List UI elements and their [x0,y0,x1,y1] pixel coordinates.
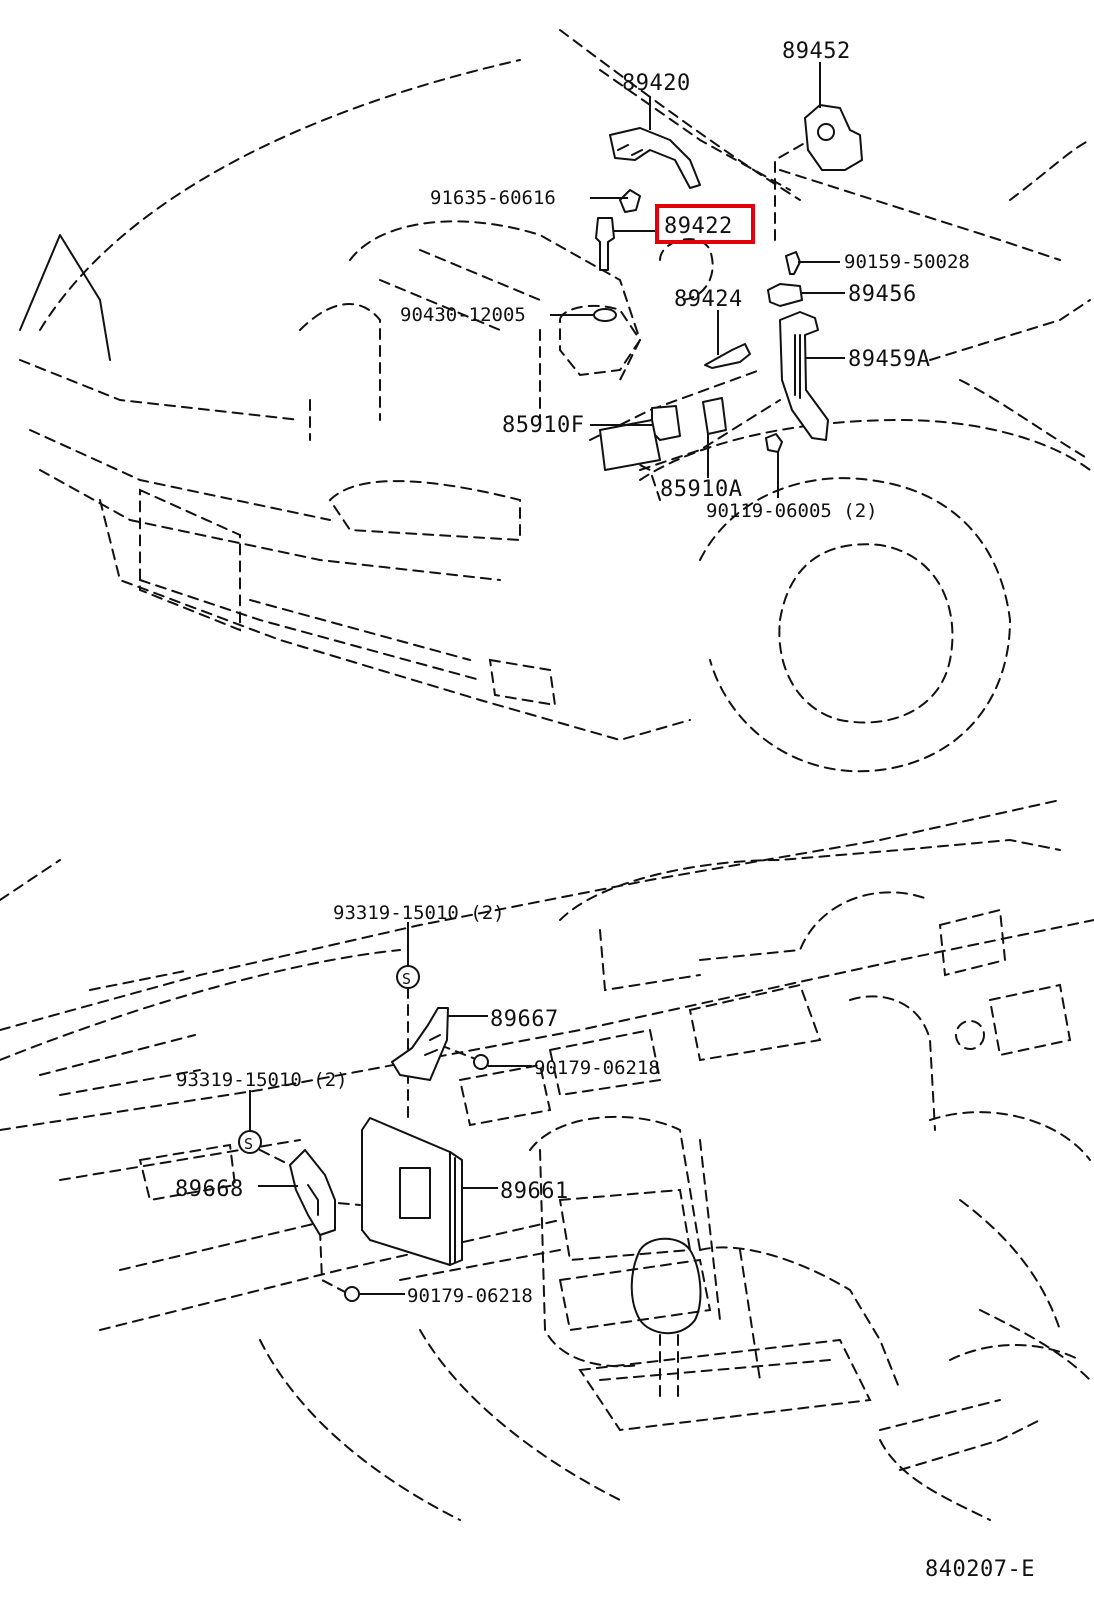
shift-lever [630,1237,702,1401]
screw-symbol-text: S [244,1135,253,1153]
label-90119-06005[interactable]: 90119-06005 (2) [706,500,878,522]
engine-leader-lines [550,62,845,498]
vehicle-front-outline [19,29,1091,773]
dashboard-outline [0,799,1094,1521]
part-89661-ecu[interactable] [361,1117,463,1266]
part-91635-bolt[interactable] [619,189,641,213]
label-85910A[interactable]: 85910A [660,477,742,502]
label-89420[interactable]: 89420 [622,71,691,96]
label-89456[interactable]: 89456 [848,282,917,307]
label-90179-06218-lower[interactable]: 90179-06218 [407,1285,533,1307]
label-89661[interactable]: 89661 [500,1179,569,1204]
label-89452[interactable]: 89452 [782,39,851,64]
label-89667[interactable]: 89667 [490,1007,559,1032]
screw-symbol-upper[interactable]: S [396,965,420,989]
part-90430-gasket[interactable] [593,308,617,322]
label-89422[interactable]: 89422 [664,214,733,239]
screw-symbol-text: S [402,970,411,988]
label-93319-15010-lower[interactable]: 93319-15010 (2) [176,1069,348,1091]
part-89667-bracket[interactable] [391,1007,449,1081]
part-90119-bolt[interactable] [765,433,783,453]
part-90179-nut-lower[interactable] [344,1286,360,1302]
part-89422-temp-sensor[interactable] [595,217,615,271]
part-90179-nut-upper[interactable] [473,1054,489,1070]
part-89456-connector[interactable] [767,283,803,307]
part-85910F-relay[interactable] [599,405,681,471]
label-90159-50028[interactable]: 90159-50028 [844,251,970,273]
part-89424-sensor[interactable] [704,343,751,369]
interior-leader-lines [249,922,532,1295]
label-90179-06218-upper[interactable]: 90179-06218 [534,1057,660,1079]
screw-symbol-lower[interactable]: S [238,1130,262,1154]
part-89420-sensor-bracket[interactable] [609,127,701,189]
label-89459A[interactable]: 89459A [848,347,930,372]
label-90430-12005[interactable]: 90430-12005 [400,304,526,326]
part-89452-sensor[interactable] [804,104,863,171]
label-85910F[interactable]: 85910F [502,413,584,438]
figure-code: 840207-E [925,1557,1035,1582]
part-89459A-bracket[interactable] [779,311,829,441]
part-89668-bracket[interactable] [289,1149,336,1236]
label-91635-60616[interactable]: 91635-60616 [430,187,556,209]
label-89668[interactable]: 89668 [175,1177,244,1202]
label-89424[interactable]: 89424 [674,287,743,312]
part-90159-screw[interactable] [785,251,801,275]
label-93319-15010-upper[interactable]: 93319-15010 (2) [333,902,505,924]
part-85910A-relay[interactable] [702,397,727,435]
highlight-box-89422 [655,204,755,244]
